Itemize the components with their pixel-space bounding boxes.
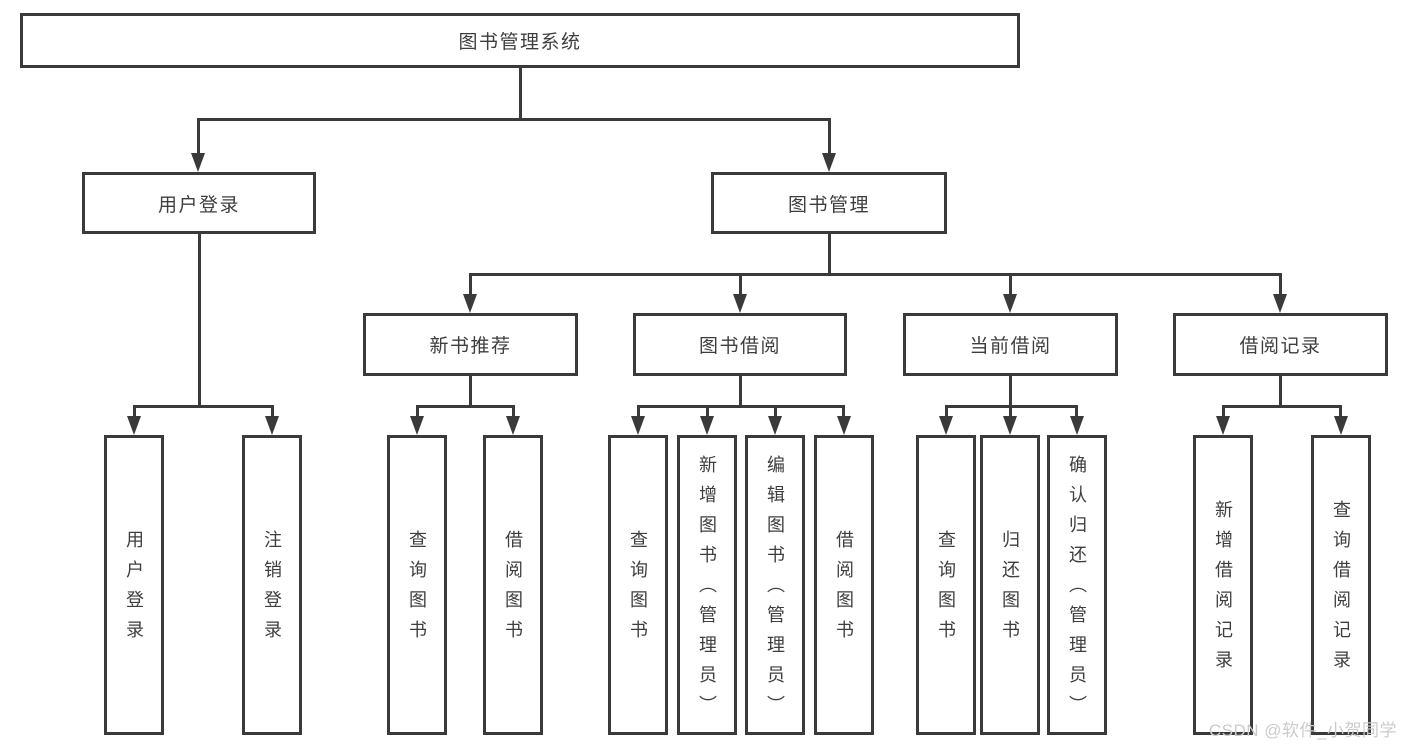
connector-stem — [1075, 405, 1078, 419]
leaf-query-book-3: 查询图书 — [916, 435, 976, 735]
leaf-borrow-book-1-label: 借阅图书 — [503, 530, 523, 650]
arrowhead — [410, 416, 424, 435]
connector-stem — [842, 405, 845, 419]
leaf-return-book: 归还图书 — [980, 435, 1040, 735]
leaf-add-book-label: 新增图书（管理员） — [697, 455, 717, 725]
connector-currentborrow-stub — [1009, 376, 1012, 407]
node-root: 图书管理系统 — [20, 13, 1020, 68]
connector-stem — [1279, 273, 1282, 296]
leaf-add-book: 新增图书（管理员） — [677, 435, 737, 735]
connector-bookmgmt-branch — [469, 273, 1282, 276]
connector-stem — [828, 118, 831, 155]
connector-bookborrow-branch — [637, 405, 845, 408]
arrowhead — [768, 416, 782, 435]
node-current-borrow-label: 当前借阅 — [969, 336, 1052, 357]
connector-bookmgmt-stub — [828, 234, 831, 275]
connector-stem — [945, 405, 948, 419]
arrowhead — [265, 416, 279, 435]
connector-stem — [1222, 405, 1225, 419]
arrowhead — [1070, 416, 1084, 435]
leaf-borrow-book-1: 借阅图书 — [483, 435, 543, 735]
leaf-logout-label: 注销登录 — [262, 530, 282, 650]
node-book-management-label: 图书管理 — [787, 194, 870, 216]
arrowhead — [506, 416, 520, 435]
connector-root-branch — [197, 118, 831, 121]
connector-stem — [1339, 405, 1342, 419]
arrowhead — [939, 416, 953, 435]
connector-borrowrecord-stub — [1279, 376, 1282, 407]
connector-stem — [416, 405, 419, 419]
connector-userlogin-stub — [198, 234, 201, 407]
connector-stem — [1009, 273, 1012, 296]
connector-stem — [133, 405, 136, 419]
leaf-edit-book: 编辑图书（管理员） — [745, 435, 805, 735]
leaf-user-login: 用户登录 — [104, 435, 164, 735]
leaf-borrow-book-2-label: 借阅图书 — [834, 530, 854, 650]
leaf-add-record: 新增借阅记录 — [1193, 435, 1253, 735]
arrowhead — [1003, 416, 1017, 435]
leaf-confirm-return-label: 确认归还（管理员） — [1067, 455, 1087, 725]
connector-stem — [637, 405, 640, 419]
leaf-query-book-2-label: 查询图书 — [628, 530, 648, 650]
arrowhead — [1334, 416, 1348, 435]
leaf-borrow-book-2: 借阅图书 — [814, 435, 874, 735]
arrowhead — [463, 294, 477, 313]
leaf-query-book-2: 查询图书 — [608, 435, 668, 735]
connector-bookborrow-stub — [739, 376, 742, 407]
connector-stem — [1009, 405, 1012, 419]
leaf-logout: 注销登录 — [242, 435, 302, 735]
node-borrow-record-label: 借阅记录 — [1239, 336, 1322, 357]
connector-userlogin-branch — [133, 405, 274, 408]
leaf-add-record-label: 新增借阅记录 — [1213, 500, 1233, 680]
arrowhead — [837, 416, 851, 435]
leaf-user-login-label: 用户登录 — [124, 530, 144, 650]
csdn-watermark: CSDN @软件_小贺同学 — [1208, 721, 1397, 740]
leaf-query-record: 查询借阅记录 — [1311, 435, 1371, 735]
arrowhead — [733, 294, 747, 313]
node-book-borrow: 图书借阅 — [633, 313, 847, 376]
node-new-book-recommend: 新书推荐 — [363, 313, 578, 376]
node-current-borrow: 当前借阅 — [903, 313, 1118, 376]
connector-stem — [469, 273, 472, 296]
connector-newbook-branch — [416, 405, 515, 408]
leaf-query-book-3-label: 查询图书 — [936, 530, 956, 650]
arrowhead — [631, 416, 645, 435]
leaf-confirm-return: 确认归还（管理员） — [1047, 435, 1107, 735]
connector-stem — [706, 405, 709, 419]
connector-root-stub — [519, 66, 522, 120]
arrowhead — [191, 153, 205, 172]
arrowhead — [1273, 294, 1287, 313]
connector-stem — [512, 405, 515, 419]
node-new-book-recommend-label: 新书推荐 — [429, 336, 512, 357]
arrowhead — [1003, 294, 1017, 313]
node-user-login: 用户登录 — [82, 172, 316, 234]
arrowhead — [1216, 416, 1230, 435]
node-book-management: 图书管理 — [711, 172, 947, 234]
arrowhead — [700, 416, 714, 435]
connector-borrowrecord-branch — [1222, 405, 1342, 408]
node-borrow-record: 借阅记录 — [1173, 313, 1388, 376]
connector-stem — [271, 405, 274, 419]
leaf-edit-book-label: 编辑图书（管理员） — [765, 455, 785, 725]
leaf-query-book-1-label: 查询图书 — [407, 530, 427, 650]
node-root-label: 图书管理系统 — [458, 32, 582, 53]
connector-stem — [739, 273, 742, 296]
node-user-login-label: 用户登录 — [157, 194, 240, 216]
connector-newbook-stub — [469, 376, 472, 407]
leaf-query-book-1: 查询图书 — [387, 435, 447, 735]
leaf-query-record-label: 查询借阅记录 — [1331, 500, 1351, 680]
arrowhead — [127, 416, 141, 435]
connector-stem — [197, 118, 200, 155]
connector-stem — [774, 405, 777, 419]
node-book-borrow-label: 图书借阅 — [698, 336, 781, 357]
leaf-return-book-label: 归还图书 — [1000, 530, 1020, 650]
arrowhead — [822, 153, 836, 172]
